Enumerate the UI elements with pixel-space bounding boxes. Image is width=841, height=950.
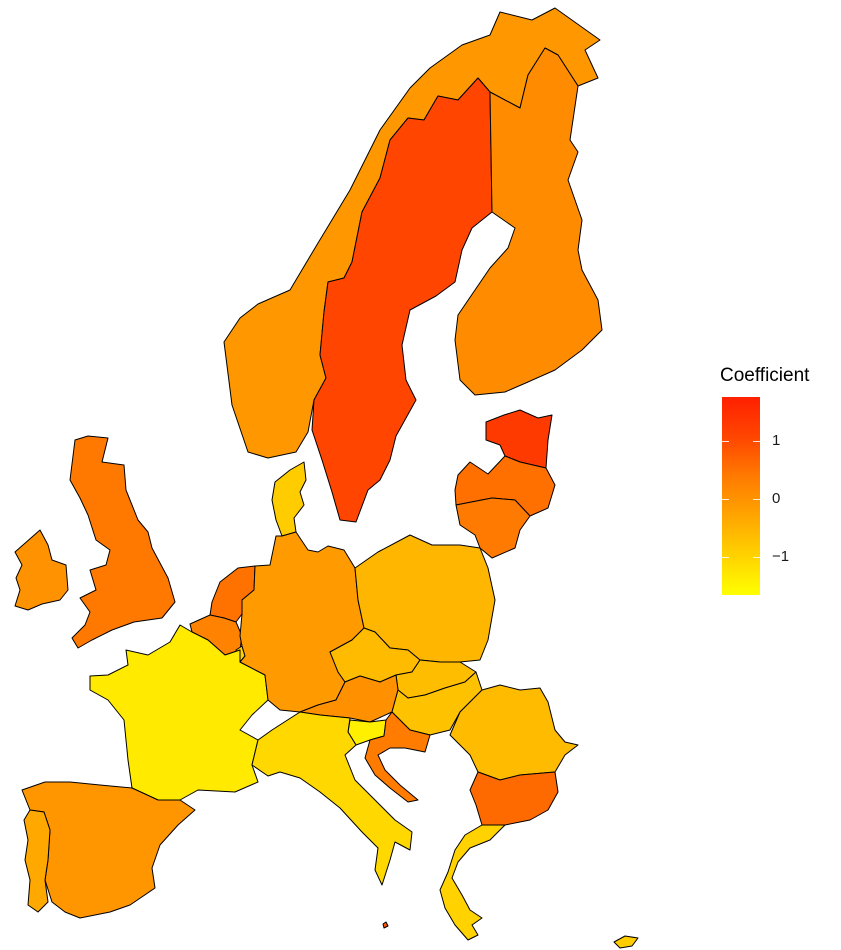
country-malta: [382, 921, 389, 929]
country-sweden: [311, 77, 493, 523]
legend-tick-label: 1: [772, 431, 781, 449]
country-cyprus: [613, 935, 639, 949]
country-romania: [449, 684, 579, 781]
country-united-kingdom: [69, 435, 176, 649]
country-lithuania: [455, 497, 531, 559]
country-ireland: [14, 529, 69, 611]
country-croatia: [364, 711, 431, 803]
country-finland: [454, 47, 603, 396]
country-portugal: [23, 809, 51, 913]
legend: Coefficient 1 0 −1: [720, 365, 840, 595]
legend-colorbar: [722, 397, 760, 595]
country-italy: [251, 711, 413, 886]
country-estonia: [485, 409, 553, 469]
country-france: [89, 624, 269, 801]
legend-title: Coefficient: [720, 365, 810, 386]
country-bulgaria: [469, 771, 559, 826]
legend-tick-label: −1: [772, 548, 790, 566]
country-greece: [439, 824, 506, 941]
country-denmark: [271, 461, 307, 537]
legend-tick-label: 0: [772, 489, 781, 507]
